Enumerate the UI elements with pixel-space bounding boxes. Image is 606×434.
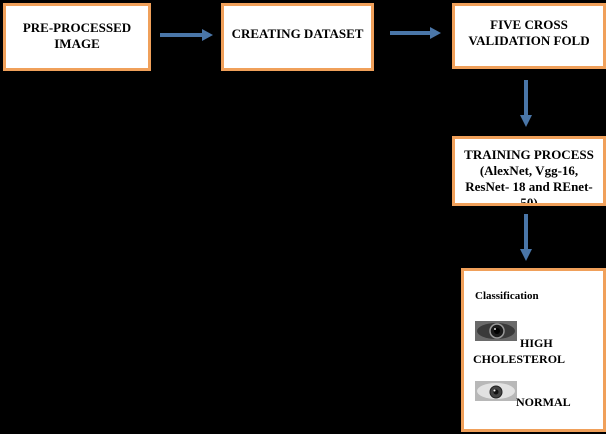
arrow-preprocessed-to-dataset — [160, 29, 213, 41]
label-cholesterol: CHOLESTEROL — [473, 352, 566, 366]
label-normal: NORMAL — [516, 395, 571, 409]
arrow-fivecross-to-training — [520, 80, 532, 127]
node-preprocessed-line-2: IMAGE — [54, 36, 100, 51]
node-preprocessed-line-1: PRE-PROCESSED — [22, 20, 132, 35]
node-five-cross-validation-fold: FIVE CROSS VALIDATION FOLD — [452, 3, 606, 69]
node-fivecross-line-1: FIVE CROSS — [490, 17, 568, 32]
node-training-line-3: ResNet- 18 and REnet- — [465, 179, 593, 194]
node-training-process: TRAINING PROCESS (AlexNet, Vgg-16, ResNe… — [452, 136, 606, 206]
node-training-line-4: 50) — [520, 195, 538, 206]
eye-high-cholesterol-image — [475, 321, 517, 341]
eye-normal-image — [475, 381, 517, 401]
node-preprocessed-image: PRE-PROCESSED IMAGE — [3, 3, 151, 71]
node-classification: Classification HIGH CHOLESTEROL NORMAL — [461, 268, 606, 432]
node-dataset-line-1: CREATING DATASET — [231, 26, 364, 41]
label-high: HIGH — [520, 336, 553, 350]
node-training-line-2: (AlexNet, Vgg-16, — [479, 163, 579, 178]
node-training-line-1: TRAINING PROCESS — [464, 147, 594, 162]
node-creating-dataset: CREATING DATASET — [221, 3, 374, 71]
node-fivecross-line-2: VALIDATION FOLD — [468, 33, 590, 48]
arrow-dataset-to-fivecross — [390, 27, 441, 39]
classification-title: Classification — [475, 290, 539, 302]
arrow-training-to-classification — [520, 214, 532, 261]
